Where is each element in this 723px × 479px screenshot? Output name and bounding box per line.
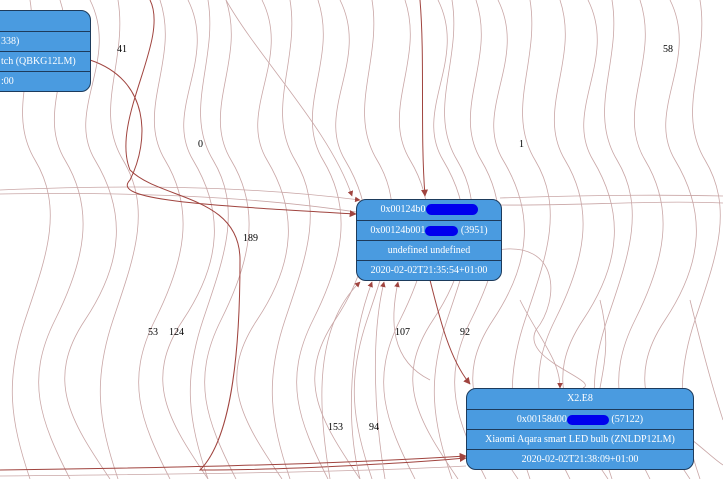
edge-line bbox=[351, 281, 373, 479]
edge-line bbox=[519, 299, 563, 389]
node-id-text: 0x00124b0 bbox=[380, 204, 426, 215]
edge-label-124: 124 bbox=[169, 327, 184, 338]
edge-line bbox=[0, 452, 467, 471]
edge-line bbox=[0, 465, 467, 477]
edge-label-0: 0 bbox=[198, 139, 203, 150]
edge-line bbox=[64, 0, 117, 479]
node-row-id: 0x00124b0 bbox=[357, 200, 501, 220]
node-row-model: Xiaomi Aqara smart LED bulb (ZNLDP12LM) bbox=[467, 429, 693, 449]
node-address-text: 0x00158d00 bbox=[516, 414, 567, 425]
edge-line bbox=[496, 248, 586, 389]
redaction-mark bbox=[425, 204, 478, 216]
edge-label-58: 58 bbox=[663, 44, 673, 55]
edge-label-41: 41 bbox=[117, 44, 127, 55]
edge-line bbox=[374, 281, 386, 479]
edge-line bbox=[204, 0, 250, 479]
node-row-timestamp: 2020-02-02T21:35:54+01:00 bbox=[357, 260, 501, 280]
edge-line bbox=[236, 0, 289, 479]
node-row-timestamp: 2020-02-02T21:38:09+01:00 bbox=[467, 449, 693, 469]
node-row-id: X2.E8 bbox=[567, 393, 593, 404]
node-row-timestamp: :00 bbox=[0, 71, 90, 91]
edge-label-94: 94 bbox=[369, 422, 379, 433]
edge-label-153: 153 bbox=[328, 422, 343, 433]
redaction-mark bbox=[425, 225, 459, 236]
edge-label-53: 53 bbox=[148, 327, 158, 338]
edge-label-189: 189 bbox=[243, 233, 258, 244]
edge-line bbox=[429, 279, 471, 385]
edge-label-92: 92 bbox=[460, 327, 470, 338]
edge-line bbox=[419, 0, 429, 197]
node-row-model: tch (QBKG12LM) bbox=[0, 51, 90, 71]
edge-line bbox=[271, 0, 311, 479]
redaction-mark bbox=[566, 414, 609, 425]
edge-label-1: 1 bbox=[519, 139, 524, 150]
node-row-address: 0x00158d00 (57122) bbox=[467, 409, 693, 429]
node-address-suffix: (3951) bbox=[460, 225, 488, 236]
edge-line bbox=[0, 193, 357, 213]
edge-label-107: 107 bbox=[395, 327, 410, 338]
edge-line bbox=[0, 186, 361, 203]
edge-line bbox=[125, 0, 467, 471]
node-address-suffix: (57122) bbox=[611, 414, 644, 425]
edge-line bbox=[691, 439, 723, 466]
edge-line bbox=[499, 194, 723, 199]
edge-line bbox=[162, 0, 215, 479]
edge-line bbox=[321, 281, 361, 479]
node-row-address: 0x00124b001 (3951) bbox=[357, 220, 501, 240]
edge-line bbox=[689, 299, 723, 421]
edge-line bbox=[99, 0, 139, 479]
node-row-id bbox=[0, 11, 90, 31]
device-node-center[interactable]: 0x00124b0 0x00124b001 (3951) undefined u… bbox=[356, 199, 502, 281]
device-node-bulb[interactable]: X2.E8 0x00158d00 (57122) Xiaomi Aqara sm… bbox=[466, 388, 694, 470]
edge-line bbox=[89, 59, 357, 218]
node-row-address: 338) bbox=[0, 31, 90, 51]
edge-line bbox=[138, 0, 184, 479]
edge-line bbox=[296, 0, 342, 479]
edge-line bbox=[599, 299, 607, 389]
edge-line bbox=[499, 201, 723, 206]
device-node-switch[interactable]: 338) tch (QBKG12LM) :00 bbox=[0, 10, 91, 92]
edge-line bbox=[393, 281, 431, 381]
node-address-text: 0x00124b001 bbox=[370, 225, 426, 236]
node-row-model: undefined undefined bbox=[357, 240, 501, 260]
edge-line bbox=[189, 0, 229, 479]
edge-line bbox=[225, 0, 354, 197]
